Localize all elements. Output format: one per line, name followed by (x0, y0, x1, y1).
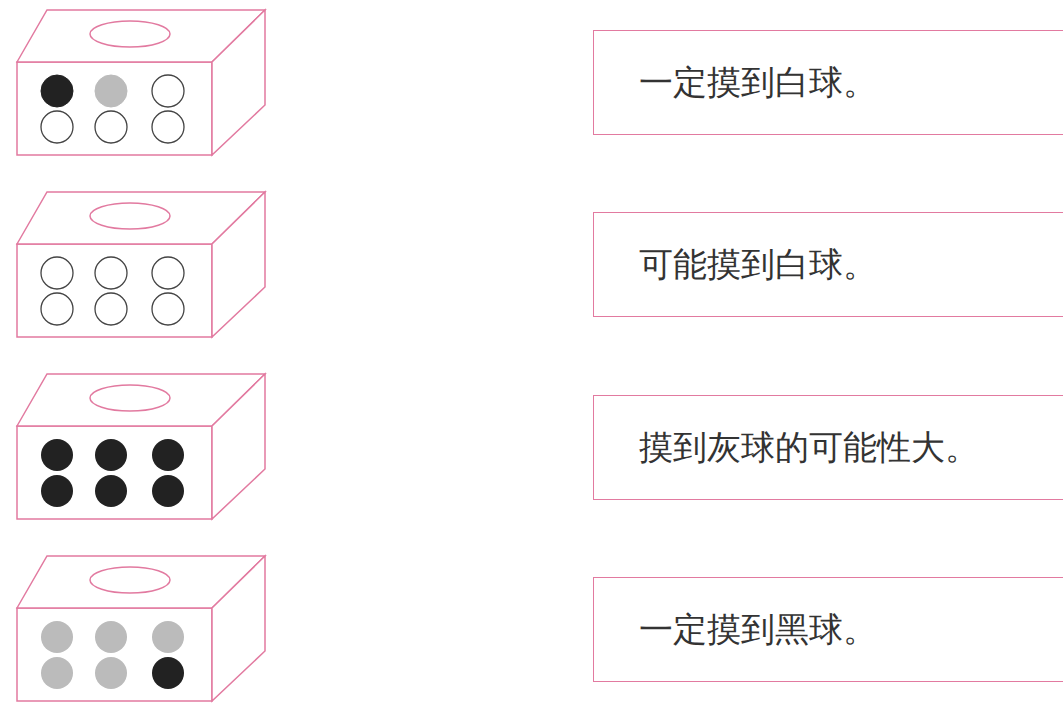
answer-box: 可能摸到白球。 (593, 212, 1063, 317)
answer-text: 可能摸到白球。 (639, 242, 877, 288)
box-two (17, 192, 265, 337)
box-one (17, 10, 265, 155)
box-three (17, 374, 265, 519)
answer-text: 一定摸到黑球。 (639, 607, 877, 653)
answer-box: 摸到灰球的可能性大。 (593, 395, 1063, 500)
answer-box: 一定摸到白球。 (593, 30, 1063, 135)
answer-text: 一定摸到白球。 (639, 60, 877, 106)
answer-box: 一定摸到黑球。 (593, 577, 1063, 682)
box-four (17, 556, 265, 701)
answer-text: 摸到灰球的可能性大。 (639, 425, 979, 471)
